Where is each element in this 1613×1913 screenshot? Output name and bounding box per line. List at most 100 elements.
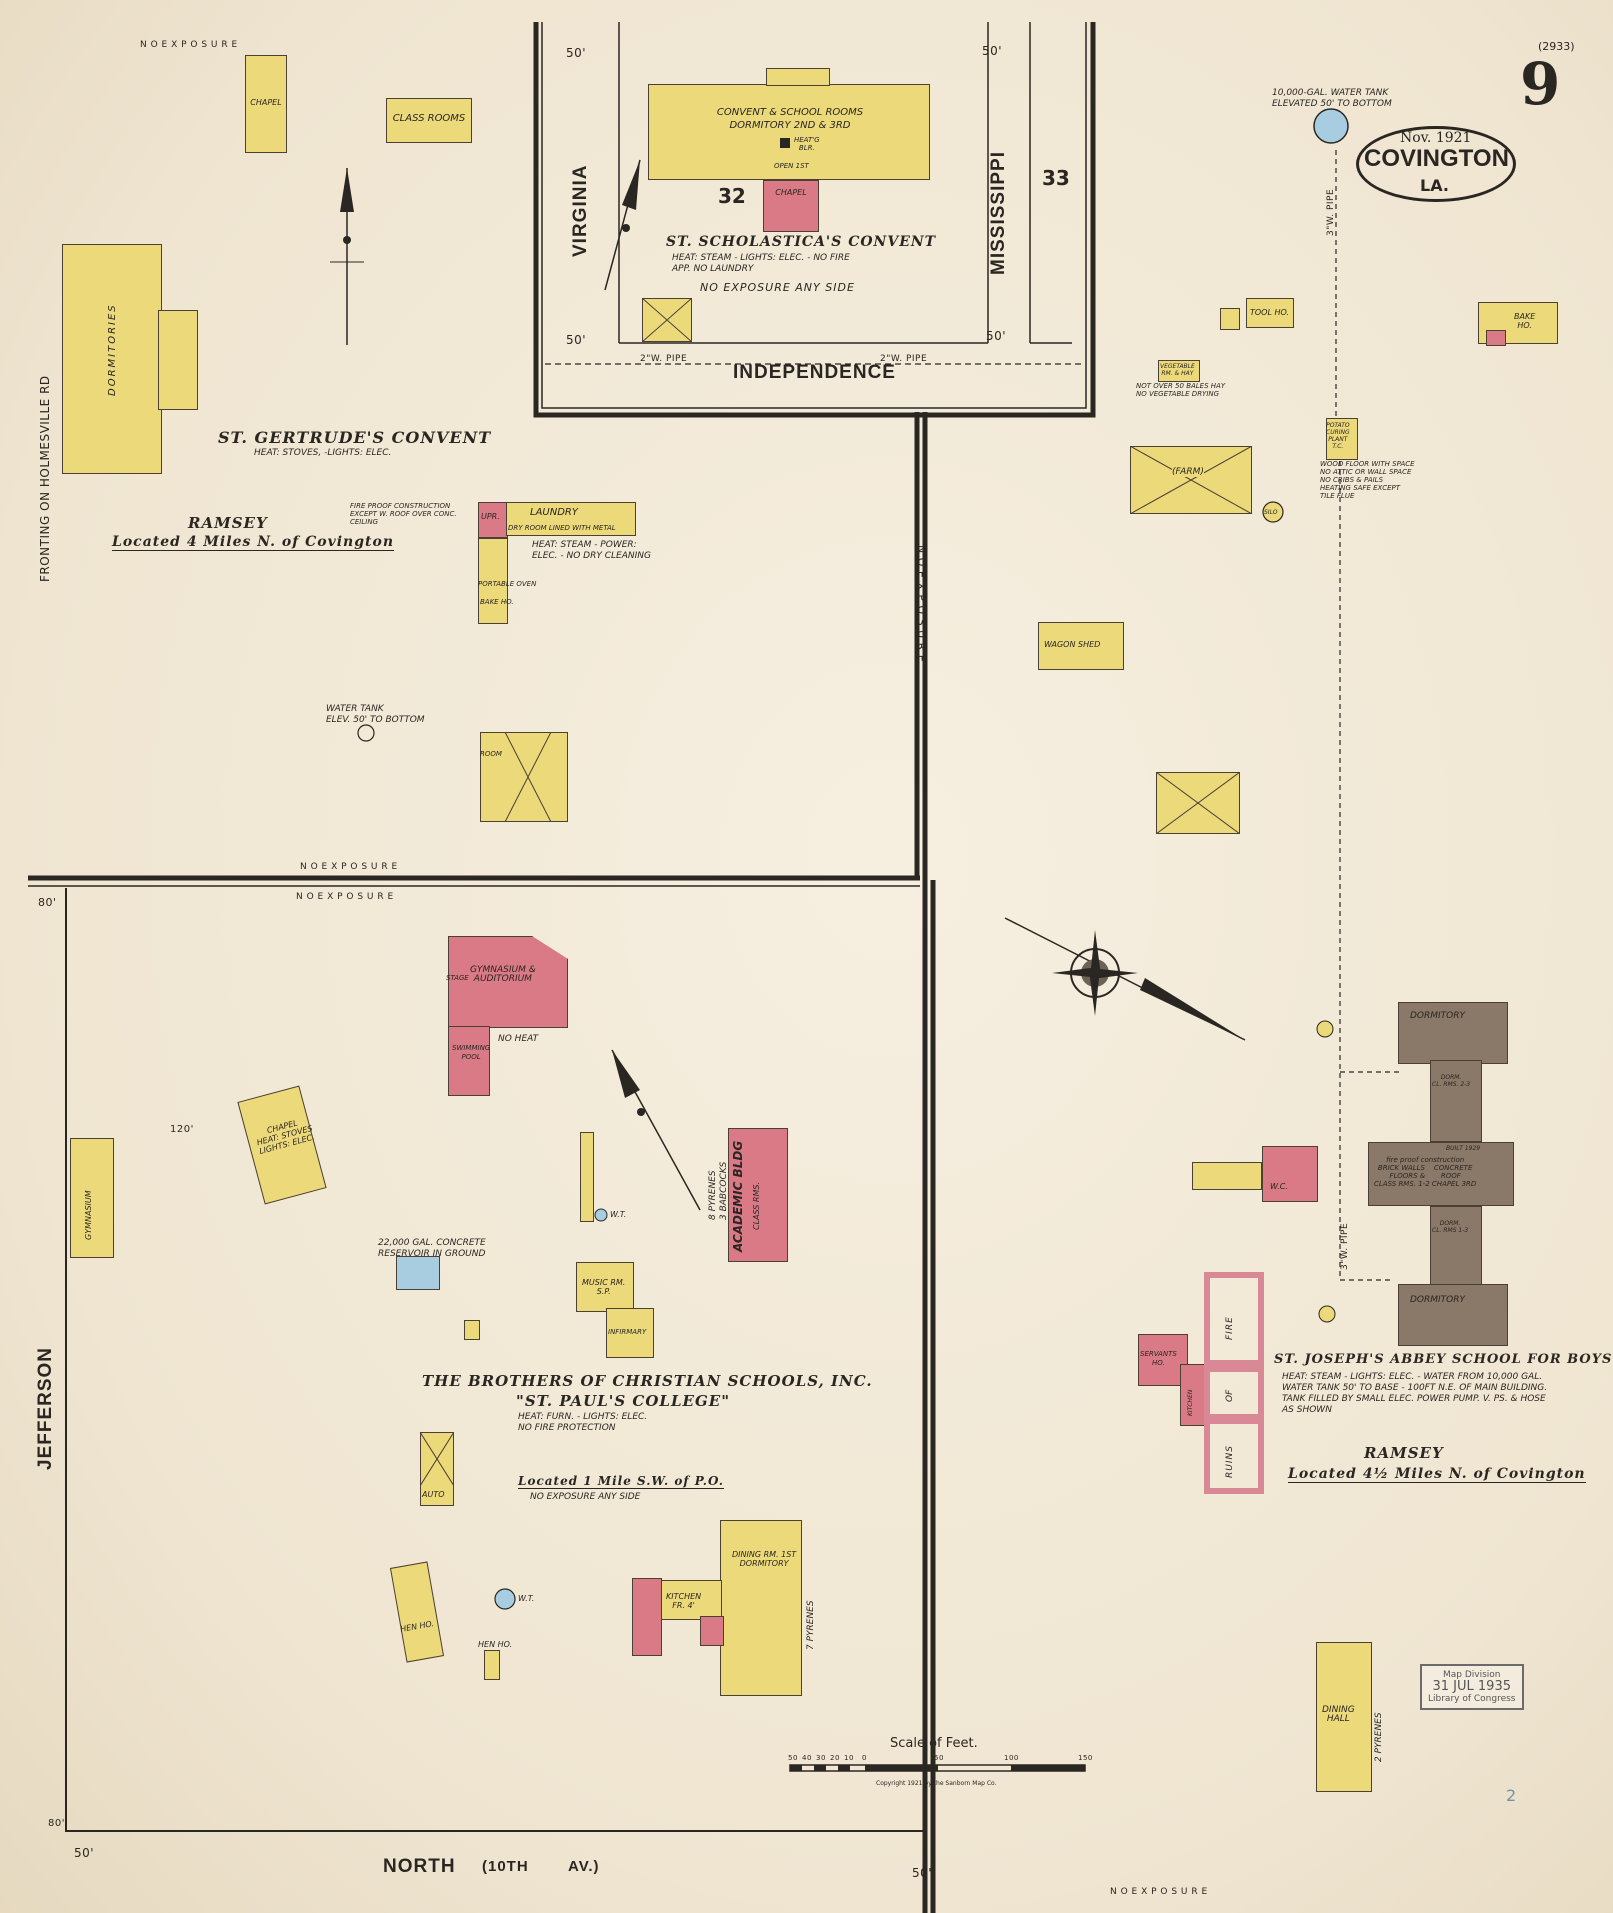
vegetable-label: VEGETABLE RM. & HAY — [1160, 363, 1195, 377]
potato-curing-plant — [1326, 418, 1358, 460]
pool-label: SWIMMING POOL — [452, 1044, 491, 1061]
farm-cross-icon — [1130, 446, 1252, 514]
class-rooms-label: CLASS RMS. — [752, 1181, 761, 1230]
wc-building — [1262, 1146, 1318, 1202]
abbey-dormitory-north — [1398, 1002, 1508, 1064]
gertrude-dorm-wing — [158, 310, 198, 410]
dining-hall-label: DINING HALL — [1322, 1705, 1355, 1724]
abbey-dormitory-south — [1398, 1284, 1508, 1346]
stpauls-located: Located 1 Mile S.W. of P.O. — [518, 1474, 724, 1489]
bake-oven — [1486, 330, 1506, 346]
pyrenes-label: 7 PYRENES — [806, 1600, 816, 1650]
vegetable-room — [1158, 360, 1200, 382]
academic-building — [728, 1128, 788, 1262]
convent-annex — [766, 68, 830, 86]
abbey-ramsey: RAMSEY — [1364, 1444, 1444, 1462]
scale-tick: 100 — [1004, 1754, 1019, 1762]
abbey-wing-north — [1430, 1060, 1482, 1142]
abbey-located: Located 4½ Miles N. of Covington — [1288, 1466, 1586, 1483]
stamp-line: 31 JUL 1935 — [1432, 1679, 1511, 1694]
dormitory-label: DORMITORY — [1410, 1011, 1466, 1021]
tool-house-label: TOOL HO. — [1250, 308, 1290, 317]
laundry-label: LAUNDRY — [530, 507, 578, 518]
garage-cross-icon — [420, 1432, 454, 1486]
no-exposure-mid2: N O E X P O S U R E — [296, 892, 394, 902]
abbey-main-building — [1368, 1142, 1514, 1206]
street-north-alt: (10TH — [482, 1858, 529, 1875]
infirmary — [606, 1308, 654, 1358]
upr-label: UPR. — [481, 512, 500, 521]
scale-tick: 50 — [788, 1754, 798, 1762]
heating-boiler-label: HEAT'G BLR. — [794, 136, 820, 152]
scholastica-note: HEAT: STEAM - LIGHTS: ELEC. - NO FIRE AP… — [672, 253, 850, 274]
scale-tick: 20 — [830, 1754, 840, 1762]
width-label: 50' — [566, 46, 587, 60]
dormitory-label: DORMITORY — [1410, 1295, 1466, 1305]
ruins-block-2 — [1204, 1366, 1264, 1420]
scale-tick: 50 — [934, 1754, 944, 1762]
room-cross-icon — [505, 732, 551, 822]
pyrenes-label: 8 PYRENES 3 BABCOCKS — [708, 1161, 729, 1220]
bake-house-label: BAKE HO. — [1514, 312, 1536, 330]
block-number: 32 — [718, 184, 746, 208]
state-name: LA. — [1420, 176, 1449, 195]
city-name: COVINGTON — [1364, 145, 1509, 172]
vegetable-note: NOT OVER 50 BALES HAY NO VEGETABLE DRYIN… — [1136, 382, 1226, 398]
fire-proof-note: FIRE PROOF CONSTRUCTION EXCEPT W. ROOF O… — [350, 502, 457, 526]
street-north-av: AV.) — [568, 1858, 600, 1875]
gym-auditorium-label: GYMNASIUM & AUDITORIUM — [470, 965, 536, 984]
tool-house — [1246, 298, 1294, 328]
width-label: 80' — [38, 896, 57, 909]
no-heat-label: NO HEAT — [498, 1034, 539, 1044]
gertrude-room-building — [480, 732, 568, 822]
pipe-label: 2"W. PIPE — [880, 354, 928, 364]
water-tank-label: WATER TANK ELEV. 50' TO BOTTOM — [326, 704, 425, 725]
no-exposure-vertical: N O E X P O S U R E — [915, 545, 928, 663]
wt-label: W.T. — [610, 1210, 627, 1219]
class-rooms-label: CLASS ROOMS — [392, 113, 466, 124]
tank-icon — [1318, 1305, 1336, 1323]
auto-label: AUTO — [422, 1490, 445, 1499]
no-exposure-bottom: N O E X P O S U R E — [1110, 1887, 1208, 1897]
gertrude-bake-house — [478, 538, 508, 624]
dorm-low-label: DORM. CL. RMS 1-3 — [1432, 1220, 1469, 1234]
copyright: Copyright 1921 by the Sanborn Map Co. — [876, 1780, 997, 1787]
narrow-shed — [580, 1132, 594, 1222]
scale-bar — [789, 1764, 1086, 1772]
ramsey-left-located: Located 4 Miles N. of Covington — [112, 534, 394, 551]
auto-garage — [420, 1432, 454, 1506]
built-label: BUILT 1929 — [1446, 1145, 1481, 1152]
no-exposure-mid1: N O E X P O S U R E — [300, 862, 398, 872]
stpauls-org: THE BROTHERS OF CHRISTIAN SCHOOLS, INC. — [422, 1372, 873, 1390]
scale-tick: 40 — [802, 1754, 812, 1762]
abbey-kitchen — [1180, 1364, 1206, 1426]
ruins-label: FIRE — [1225, 1316, 1235, 1340]
open-label: OPEN 1ST — [774, 162, 809, 170]
width-label: 50' — [74, 1846, 95, 1860]
gertrude-class-rooms — [386, 98, 472, 143]
stpauls-note: HEAT: FURN. - LIGHTS: ELEC. NO FIRE PROT… — [518, 1412, 648, 1433]
scale-label: Scale of Feet. — [890, 1736, 978, 1751]
title-cartouche — [1356, 126, 1516, 202]
wagon-shed — [1038, 622, 1124, 670]
scale-tick: 30 — [816, 1754, 826, 1762]
gertrude-chapel-label: CHAPEL — [250, 98, 282, 107]
wc-annex — [1192, 1162, 1262, 1190]
abbey-pyrenes: 2 PYRENES — [1374, 1712, 1384, 1762]
ruins-label: RUINS — [1225, 1445, 1235, 1478]
abbey-wing-south — [1430, 1206, 1482, 1286]
fronting-holmesville: FRONTING ON HOLMESVILLE RD — [38, 375, 52, 582]
kitchen-brick-annex — [700, 1616, 724, 1646]
abbey-name: ST. JOSEPH'S ABBEY SCHOOL FOR BOYS — [1274, 1352, 1613, 1367]
water-tank-icon — [1313, 108, 1349, 144]
scale-tick: 0 — [862, 1754, 867, 1762]
water-tank-icon — [357, 724, 375, 742]
farm-label: (FARM) — [1172, 467, 1204, 477]
stpauls-gymnasium — [70, 1138, 114, 1258]
corner-mark: 2 — [1506, 1786, 1517, 1805]
library-stamp: Map Division 31 JUL 1935 Library of Cong… — [1420, 1664, 1524, 1710]
width-label: 50' — [912, 1866, 933, 1880]
width-label: 120' — [170, 1124, 194, 1135]
stamp-line: Map Division — [1442, 1670, 1501, 1680]
